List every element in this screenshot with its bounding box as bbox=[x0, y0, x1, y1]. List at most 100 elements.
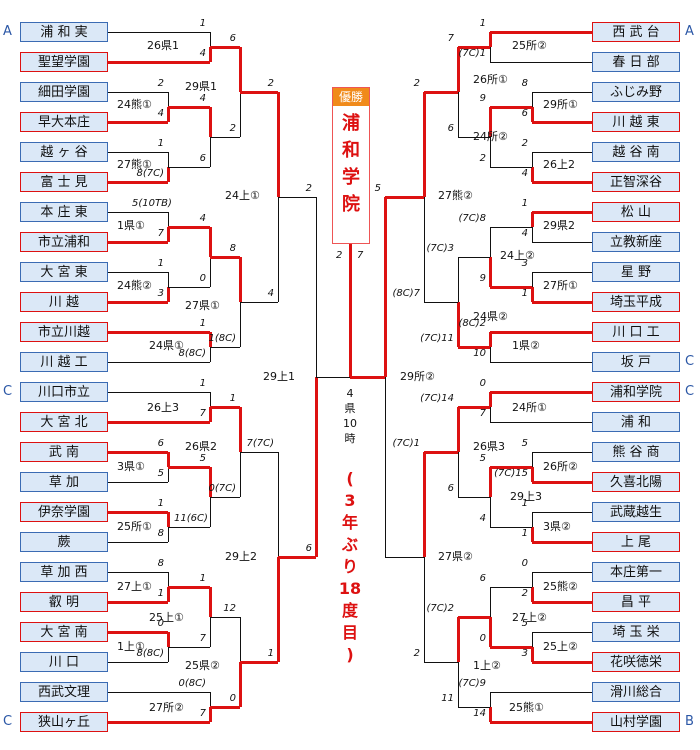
bracket-line bbox=[210, 137, 211, 167]
team-right-2: 春 日 部 bbox=[592, 52, 680, 72]
bracket-line bbox=[532, 242, 592, 243]
bracket-line bbox=[385, 377, 386, 557]
bracket-line bbox=[350, 376, 385, 379]
team-left-16: 草 加 bbox=[20, 472, 108, 492]
score: 3 bbox=[521, 258, 528, 269]
champion-name: 浦和学院 bbox=[333, 106, 369, 218]
bracket-line bbox=[168, 527, 169, 542]
champion-char: 浦 bbox=[342, 113, 360, 134]
score: 4 bbox=[199, 48, 206, 59]
bracket-line bbox=[167, 287, 170, 302]
bracket-line bbox=[490, 106, 532, 109]
bracket-line bbox=[240, 302, 278, 303]
match-label: 27熊① bbox=[117, 158, 152, 171]
bracket-line bbox=[108, 451, 168, 454]
match-label: 24上① bbox=[225, 189, 260, 202]
bracket-line bbox=[458, 257, 459, 302]
bracket-line bbox=[168, 272, 169, 287]
schedule-text: 10 bbox=[343, 417, 357, 430]
bracket-line bbox=[168, 167, 210, 168]
match-label: 26所② bbox=[543, 460, 578, 473]
bracket-line bbox=[490, 646, 532, 649]
match-label: 27熊② bbox=[438, 189, 473, 202]
score: (8C)2 bbox=[458, 318, 486, 329]
score: 7 bbox=[447, 33, 454, 44]
bracket-line bbox=[489, 32, 492, 47]
score: 5 bbox=[479, 453, 486, 464]
bracket-line bbox=[210, 137, 240, 138]
score: 11 bbox=[441, 693, 454, 704]
bracket-line bbox=[532, 572, 592, 573]
champion-box: 優勝 浦和学院 bbox=[332, 87, 370, 244]
score: 2 bbox=[479, 153, 486, 164]
bracket-line bbox=[384, 197, 387, 377]
score: 1 bbox=[199, 378, 206, 389]
score: 9 bbox=[479, 93, 486, 104]
bracket-line bbox=[532, 452, 533, 467]
score: 7 bbox=[157, 228, 164, 239]
bracket-line bbox=[458, 92, 459, 137]
score: (7C)2 bbox=[426, 603, 454, 614]
bracket-line bbox=[532, 541, 592, 544]
score: 0 bbox=[199, 273, 206, 284]
bracket-line bbox=[108, 152, 168, 153]
bracket-line bbox=[108, 392, 210, 393]
bracket-line bbox=[457, 407, 460, 452]
score: 6 bbox=[157, 438, 164, 449]
note-char: 3 bbox=[344, 491, 356, 510]
score: 2 bbox=[413, 648, 420, 659]
bracket-line bbox=[168, 527, 210, 528]
match-label: 29県1 bbox=[185, 80, 217, 93]
bracket-line bbox=[210, 497, 211, 527]
team-right-1: 西 武 台 bbox=[592, 22, 680, 42]
team-right-15: 熊 谷 商 bbox=[592, 442, 680, 462]
score: 1 bbox=[157, 138, 164, 149]
team-right-8: 立教新座 bbox=[592, 232, 680, 252]
bracket-line bbox=[532, 92, 533, 107]
score: 2 bbox=[229, 123, 236, 134]
score: 2 bbox=[305, 183, 312, 194]
seed-letter: C bbox=[685, 384, 695, 399]
team-left-23: 西武文理 bbox=[20, 682, 108, 702]
bracket-line bbox=[458, 137, 490, 138]
team-right-4: 川 越 東 bbox=[592, 112, 680, 132]
match-label: 26上3 bbox=[147, 401, 179, 414]
bracket-line bbox=[532, 481, 592, 484]
bracket-line bbox=[489, 707, 492, 722]
team-left-19: 草 加 西 bbox=[20, 562, 108, 582]
bracket-line bbox=[458, 497, 490, 498]
bracket-line bbox=[489, 257, 492, 287]
final-left-score: 2 bbox=[336, 250, 343, 261]
team-left-1: 浦 和 実 bbox=[20, 22, 108, 42]
match-label: 1上① bbox=[117, 640, 145, 653]
score: (7C)1 bbox=[392, 438, 420, 449]
score: 6 bbox=[305, 543, 312, 554]
note-char: ( bbox=[346, 469, 354, 488]
score: 6 bbox=[447, 123, 454, 134]
bracket-line bbox=[240, 617, 241, 662]
bracket-line bbox=[240, 452, 241, 497]
note-char: り bbox=[341, 557, 358, 576]
score: (7C)8 bbox=[458, 213, 486, 224]
bracket-line bbox=[210, 32, 211, 47]
team-right-24: 山村学園 bbox=[592, 712, 680, 732]
bracket-line bbox=[168, 586, 210, 589]
bracket-line bbox=[108, 601, 168, 604]
bracket-line bbox=[210, 46, 240, 49]
bracket-line bbox=[424, 557, 425, 662]
bracket-line bbox=[240, 302, 241, 347]
bracket-line bbox=[168, 647, 210, 648]
match-label: 26上2 bbox=[543, 158, 575, 171]
match-label: 24熊① bbox=[117, 98, 152, 111]
bracket-line bbox=[278, 556, 316, 559]
bracket-line bbox=[108, 721, 210, 724]
bracket-line bbox=[458, 662, 459, 707]
match-label: 29所① bbox=[543, 98, 578, 111]
score: 11(6C) bbox=[174, 513, 208, 524]
team-left-11: 市立川越 bbox=[20, 322, 108, 342]
team-right-16: 久喜北陽 bbox=[592, 472, 680, 492]
bracket-line bbox=[532, 211, 592, 214]
score: 1 bbox=[521, 288, 528, 299]
bracket-line bbox=[490, 362, 592, 363]
score: 5(10TB) bbox=[132, 198, 172, 209]
